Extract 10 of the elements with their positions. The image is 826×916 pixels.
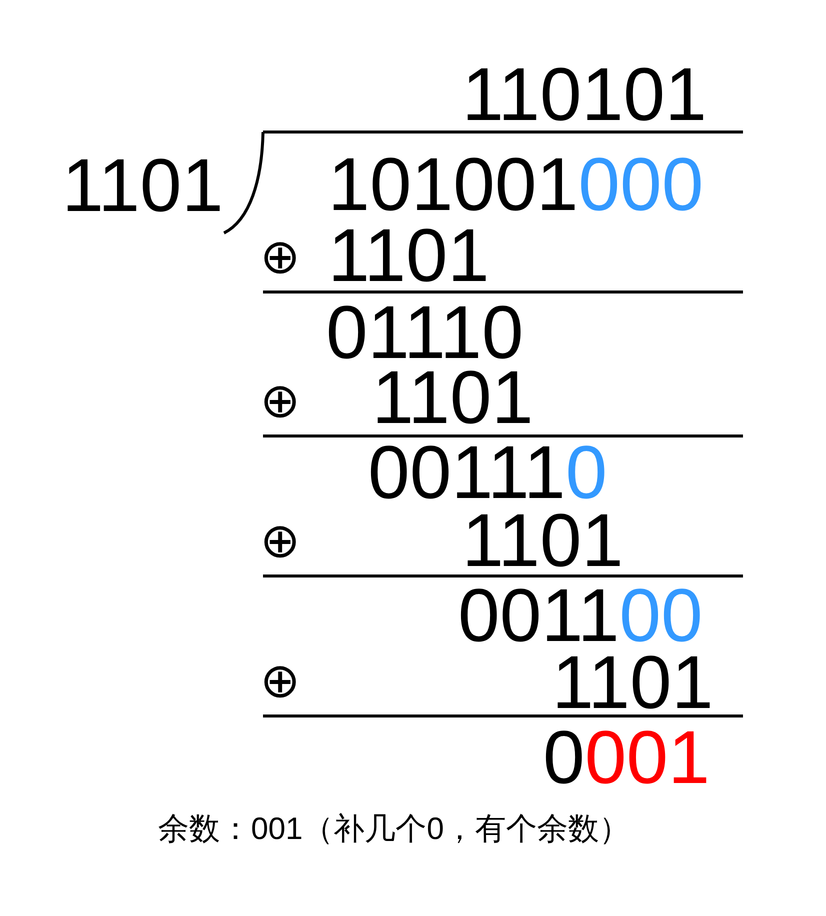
xor-symbol: ⊕: [260, 657, 300, 705]
xor-symbol: ⊕: [260, 233, 300, 281]
quotient: 110101: [462, 57, 707, 132]
partial-result: 0: [543, 720, 585, 795]
xor-symbol: ⊕: [260, 377, 300, 425]
appended-zeros: 000: [578, 147, 704, 222]
remainder: 001: [584, 720, 710, 795]
xor-symbol: ⊕: [260, 517, 300, 565]
divisor: 1101: [62, 148, 224, 223]
note: 余数：001（补几个0，有个余数）: [158, 813, 630, 844]
